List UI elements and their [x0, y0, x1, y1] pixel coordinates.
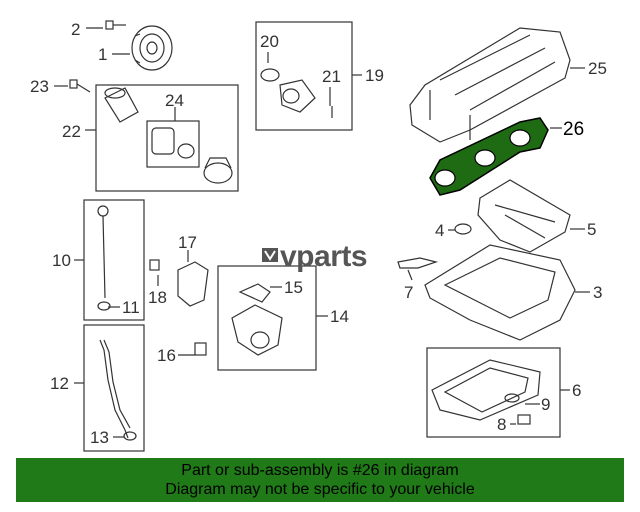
leader-lines: [54, 27, 590, 438]
dipstick-tube-drawing: [99, 339, 137, 441]
callout-4: 4: [435, 221, 444, 240]
callout-15: 15: [284, 278, 303, 297]
oil-pan-group-box: [426, 347, 561, 438]
thermostat-group-box: [255, 21, 353, 131]
callout-18: 18: [148, 288, 167, 307]
callout-26: 26: [563, 119, 584, 140]
thermostat-housing-drawing: [260, 68, 333, 118]
pulley-bolt-drawing: [105, 20, 126, 30]
watermark-text: vparts: [280, 240, 367, 273]
callout-6: 6: [572, 381, 581, 400]
callout-23: 23: [30, 77, 49, 96]
callout-11: 11: [122, 298, 140, 317]
callout-12: 12: [50, 374, 69, 393]
lower-oil-pan-drawing: [431, 359, 541, 421]
callout-20: 20: [260, 32, 279, 51]
callout-17: 17: [178, 233, 197, 252]
callout-24: 24: [165, 91, 184, 110]
callout-8: 8: [497, 415, 506, 434]
dipstick-tube-group-box: [83, 324, 145, 452]
callout-2: 2: [71, 20, 80, 39]
o-ring-drawing: [454, 223, 472, 235]
filter-element-drawing: [151, 127, 195, 159]
notice-line-1: Part or sub-assembly is #26 in diagram: [181, 462, 459, 479]
intake-manifold-drawing: [409, 27, 571, 143]
callout-25: 25: [588, 59, 607, 78]
callout-16: 16: [157, 346, 176, 365]
parts-diagram: 2 1 23 24 22 20 21 19 25 26 4 5 7 3 6 9 …: [30, 20, 607, 452]
callout-3: 3: [593, 283, 602, 302]
notice-banner: Part or sub-assembly is #26 in diagram D…: [16, 458, 624, 502]
callout-13: 13: [90, 428, 109, 447]
callout-19: 19: [365, 66, 384, 85]
gasket-strip-drawing: [397, 257, 439, 269]
callout-7: 7: [404, 283, 413, 302]
intake-gasket-drawing: [429, 117, 549, 196]
upper-oil-pan-drawing: [424, 244, 576, 341]
pump-bolt-drawing: [194, 342, 207, 356]
callout-1: 1: [98, 45, 107, 64]
callout-14: 14: [330, 307, 349, 326]
callout-9: 9: [541, 395, 550, 414]
drain-plug-drawing: [504, 393, 531, 425]
filter-bolt-drawing: [69, 79, 91, 93]
filter-cap-drawing: [203, 157, 233, 184]
callout-21: 21: [322, 67, 341, 86]
callout-5: 5: [587, 220, 596, 239]
oil-baffle-drawing: [477, 179, 571, 253]
callout-10: 10: [52, 251, 71, 270]
oil-filter-group-box: [95, 84, 239, 192]
callout-22: 22: [62, 122, 81, 141]
oil-pump-drawing: [231, 283, 283, 356]
filter-element-box: [146, 120, 200, 168]
dipstick-drawing: [97, 205, 111, 311]
notice-line-2: Diagram may not be specific to your vehi…: [165, 481, 475, 498]
watermark: vparts: [262, 240, 368, 273]
bracket-drawing: [149, 259, 209, 307]
oil-pump-group-box: [217, 265, 317, 371]
crank-pulley-drawing: [131, 25, 173, 71]
oil-filter-housing-drawing: [104, 87, 139, 123]
